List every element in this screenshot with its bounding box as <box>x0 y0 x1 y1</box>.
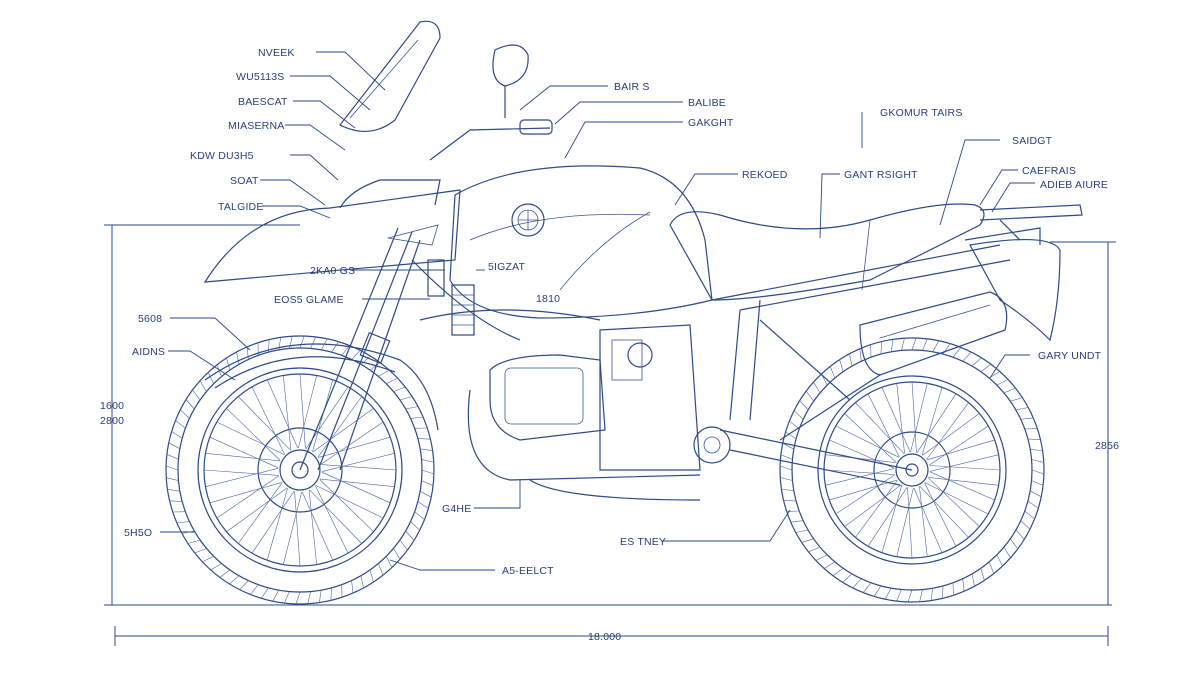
label-gant-rsight: GANT RSIGHT <box>844 169 918 181</box>
dimension-length-18000: 18.000 <box>588 631 621 643</box>
label-talgide: TALGIDE <box>218 201 264 213</box>
label-kdw-du3h5: KDW DU3H5 <box>190 150 254 162</box>
label-balibe: BALIBE <box>688 97 726 109</box>
label-adieb-aiure: ADIEB AIURE <box>1040 179 1108 191</box>
label-gary-undt: GARY UNDT <box>1038 350 1102 362</box>
dimension-height-2856: 2856 <box>1095 440 1119 452</box>
label-gakght: GAKGHT <box>688 117 734 129</box>
label-es-tney: ES TNEY <box>620 536 666 548</box>
label-rekoed: REKOED <box>742 169 788 181</box>
label-caefrais: CAEFRAIS <box>1022 165 1076 177</box>
label-gkomur-tairs: GKOMUR TAIRS <box>880 107 963 119</box>
label-g4he: G4HE <box>442 503 471 515</box>
label-soat: SOAT <box>230 175 259 187</box>
motorcycle-outline <box>165 20 1083 605</box>
label-5608: 5608 <box>138 313 162 325</box>
label-saidgt: SAIDGT <box>1012 135 1053 147</box>
rear-wheel <box>779 337 1045 603</box>
label-miaserna: MIASERNA <box>228 120 284 132</box>
label-wu5113s: WU5113S <box>236 71 284 83</box>
label-a5-eelct: A5-EELCT <box>502 565 554 577</box>
dimension-height-1600: 1600 <box>100 400 124 412</box>
leader-lines <box>160 51 1035 571</box>
part-labels: NVEEK WU5113S BAESCAT MIASERNA KDW DU3H5… <box>100 47 1119 643</box>
label-5h5o: 5H5O <box>124 527 152 539</box>
dimension-lines <box>104 224 1116 646</box>
label-baescat: BAESCAT <box>238 96 288 108</box>
label-2ka0-gs: 2KA0 GS <box>310 265 355 277</box>
dimension-height-2800: 2800 <box>100 415 124 427</box>
label-eos5-glame: EOS5 GLAME <box>274 294 344 306</box>
front-wheel <box>165 335 435 605</box>
label-5igzat: 5IGZAT <box>488 261 526 273</box>
label-aidns: AIDNS <box>132 346 165 358</box>
label-nveek: NVEEK <box>258 47 295 59</box>
label-1810: 1810 <box>536 293 560 305</box>
label-bair-s: BAIR S <box>614 81 650 93</box>
